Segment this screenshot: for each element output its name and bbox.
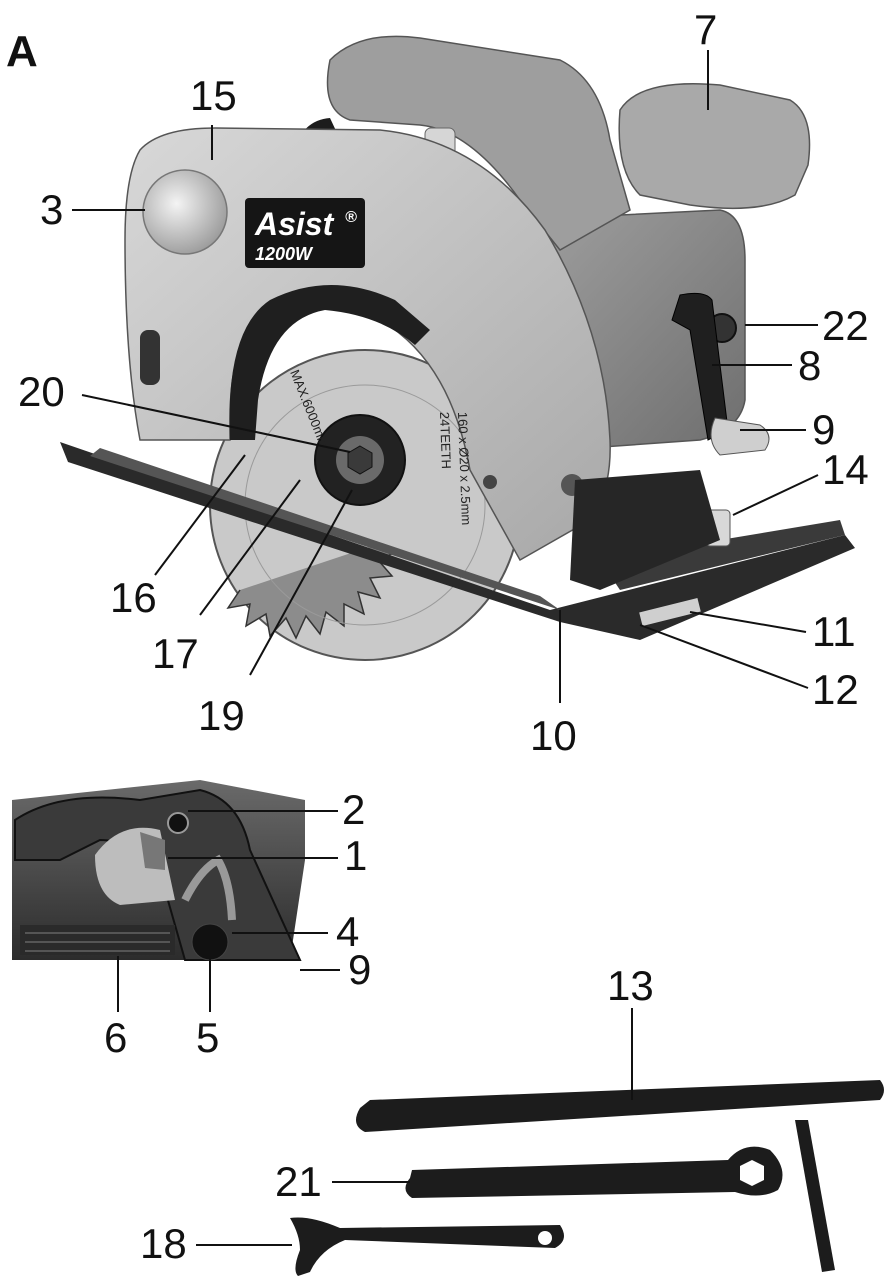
leader-lines (72, 50, 819, 1246)
bevel-lock-knob (710, 417, 770, 456)
parallel-guide-fence (795, 1120, 835, 1272)
base-plate (60, 442, 855, 640)
inset-bevel-knob (191, 923, 229, 961)
callout-19: 19 (198, 692, 245, 739)
brand-logo-name: Asist (254, 206, 335, 242)
flange-wrench (290, 1217, 564, 1276)
blade-print-spec: 160 x Ø20 x 2.5mm (455, 412, 474, 526)
lower-guard-edge (229, 285, 430, 440)
callout-numbers: 15 3 7 22 8 9 14 11 12 10 20 16 17 19 2 … (18, 6, 869, 1267)
callout-5: 5 (196, 1014, 219, 1061)
callout-6: 6 (104, 1014, 127, 1061)
inset-lock-button (167, 812, 189, 834)
callout-2: 2 (342, 786, 365, 833)
guard-vent-slot (140, 330, 160, 385)
accessories (290, 1080, 884, 1276)
callout-18: 18 (140, 1220, 187, 1267)
handle-closeup-inset (12, 780, 305, 961)
blade-spanner (405, 1146, 783, 1198)
callout-15: 15 (190, 72, 237, 119)
front-bevel-bracket (570, 470, 720, 590)
blade-teeth (226, 543, 398, 640)
callout-20: 20 (18, 368, 65, 415)
inset-power-cable (181, 854, 236, 921)
brand-logo-power: 1200W (255, 244, 314, 264)
callout-9-inset: 9 (348, 946, 371, 993)
blade-flange (314, 414, 406, 506)
callout-12: 12 (812, 666, 859, 713)
callout-3: 3 (40, 186, 63, 233)
callout-1: 1 (344, 832, 367, 879)
callout-8: 8 (798, 342, 821, 389)
callout-21: 21 (275, 1158, 322, 1205)
callout-4: 4 (336, 908, 359, 955)
circular-saw-illustration: MAX.6000min 160 x Ø20 x 2.5mm 24TEETH As… (60, 35, 855, 661)
brand-logo-plate: Asist ® 1200W (245, 198, 365, 268)
callout-13: 13 (607, 962, 654, 1009)
parallel-guide (356, 1080, 884, 1132)
callout-16: 16 (110, 574, 157, 621)
callout-7: 7 (694, 6, 717, 53)
depth-adjust-bracket (671, 292, 729, 441)
callout-22: 22 (822, 302, 869, 349)
callout-10: 10 (530, 712, 577, 759)
callout-14: 14 (822, 446, 869, 493)
callout-11: 11 (812, 608, 856, 655)
callout-17: 17 (152, 630, 199, 677)
guard-knob (142, 169, 228, 255)
guard-rivet (483, 475, 497, 489)
brand-logo-mark: ® (345, 209, 357, 226)
inset-trigger-switch (140, 832, 165, 870)
auxiliary-handle (618, 82, 811, 210)
blade-print-teeth: 24TEETH (437, 412, 454, 470)
callout-9-main: 9 (812, 406, 835, 453)
panel-letter: A (6, 27, 38, 76)
